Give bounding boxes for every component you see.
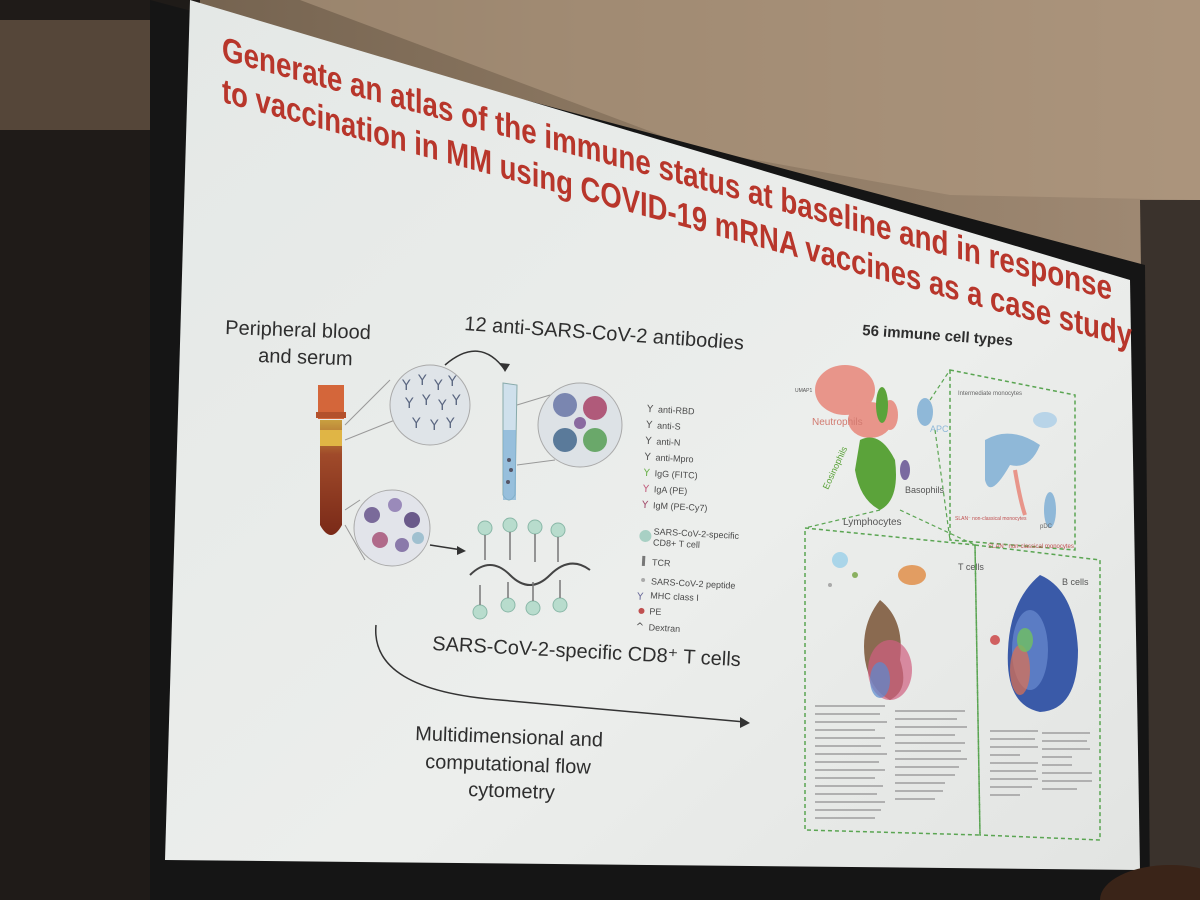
svg-text:Y: Y <box>644 436 653 447</box>
svg-text:Y: Y <box>401 378 411 394</box>
right-wall <box>1140 200 1200 900</box>
legend-pe: PE <box>649 606 662 617</box>
test-tube-icon <box>502 382 518 501</box>
svg-text:Y: Y <box>437 398 447 414</box>
label-basophils: Basophils <box>905 485 945 495</box>
umap-axis-label: UMAP1 <box>795 388 812 394</box>
legend-igg: IgG (FITC) <box>654 468 697 480</box>
legend-sars-specific: SARS-CoV-2-specific <box>653 526 739 540</box>
svg-text:Y: Y <box>411 416 421 432</box>
legend-cd8: CD8+ T cell <box>653 537 700 549</box>
svg-text:Y: Y <box>636 592 645 603</box>
label-tcells: T cells <box>958 562 984 572</box>
legend-anti-s: anti-S <box>657 421 681 432</box>
label-intermediate: Intermediate monocytes <box>958 391 1022 397</box>
sample-label-1: Peripheral blood <box>225 317 371 344</box>
bead-circle-icon <box>537 382 623 468</box>
blood-tube-icon <box>316 385 346 535</box>
svg-text:Y: Y <box>642 468 651 479</box>
label-apc: APC <box>930 424 949 434</box>
monocyte-panel <box>949 369 1076 551</box>
label-slan-nonclassical: SLAN⁺ non-classical monocytes <box>988 543 1074 550</box>
svg-text:Y: Y <box>404 396 414 412</box>
bcell-subset-legend <box>990 730 1092 796</box>
sample-label-2: and serum <box>258 345 353 370</box>
svg-text:Y: Y <box>451 393 461 409</box>
legend-dextran: Dextran <box>648 622 680 634</box>
legend-anti-mpro: anti-Mpro <box>655 452 693 464</box>
zoom-connectors <box>804 369 976 546</box>
svg-text:Y: Y <box>417 373 427 389</box>
process-arrow <box>375 624 746 723</box>
tcell-panel <box>804 527 981 836</box>
method-line-3: cytometry <box>468 779 555 804</box>
svg-text:Y: Y <box>642 484 651 495</box>
legend-anti-n: anti-N <box>656 436 681 447</box>
left-wood <box>0 20 150 130</box>
legend-mhc: MHC class I <box>650 590 699 603</box>
svg-text:Y: Y <box>641 500 650 511</box>
svg-text:Y: Y <box>447 374 457 390</box>
svg-text:Y: Y <box>645 420 654 431</box>
legend-icons: Y Y Y Y Y Y Y Y ^ <box>635 404 655 633</box>
svg-text:Y: Y <box>646 404 655 415</box>
label-lymphocytes: Lymphocytes <box>843 517 902 528</box>
svg-text:Y: Y <box>421 393 431 409</box>
umap-bcells <box>990 575 1078 712</box>
label-pdc: pDC <box>1040 524 1053 530</box>
svg-text:^: ^ <box>635 622 644 633</box>
legend-iga: IgA (PE) <box>654 484 688 496</box>
svg-text:Y: Y <box>433 378 443 394</box>
cells-circle-icon <box>353 489 431 567</box>
legend-peptide: SARS-CoV-2 peptide <box>651 576 736 590</box>
audience-silhouette <box>1100 865 1200 900</box>
ceiling-panels <box>300 0 1200 200</box>
label-neutrophils: Neutrophils <box>812 417 863 428</box>
legend-igm: IgM (PE-Cy7) <box>653 500 708 513</box>
svg-text:Y: Y <box>445 416 455 432</box>
svg-text:Y: Y <box>643 452 652 463</box>
label-bcells: B cells <box>1062 577 1089 587</box>
legend-tcr: TCR <box>652 557 671 568</box>
umap-overview: UMAP1 <box>795 365 933 510</box>
legend-anti-rbd: anti-RBD <box>658 405 695 417</box>
antibody-legend: anti-RBD anti-S anti-N anti-Mpro IgG (FI… <box>635 404 739 634</box>
umap-monocytes <box>985 412 1057 528</box>
svg-text:Y: Y <box>429 418 439 434</box>
umap-tcells <box>828 552 926 700</box>
label-slan-minus: SLAN⁻ non-classical monocytes <box>955 516 1027 522</box>
dextramer-icon <box>469 517 591 620</box>
tcell-subset-legend <box>815 705 967 819</box>
